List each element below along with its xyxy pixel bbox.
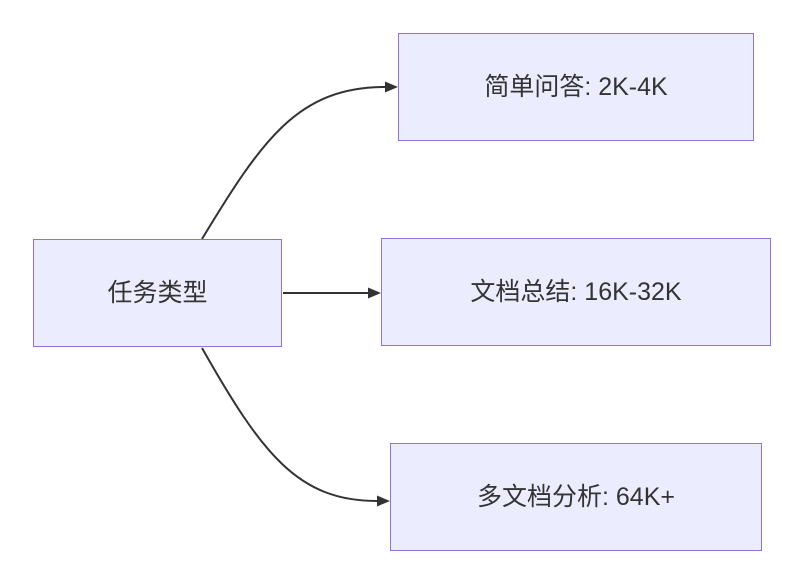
- node-multi-doc-label: 多文档分析: 64K+: [477, 483, 675, 511]
- node-doc-summary: 文档总结: 16K-32K: [381, 238, 771, 346]
- node-task-type-label: 任务类型: [107, 279, 208, 307]
- edge-root-to-multi-doc: [201, 347, 390, 507]
- node-task-type: 任务类型: [33, 239, 282, 347]
- node-doc-summary-label: 文档总结: 16K-32K: [470, 278, 682, 306]
- node-simple-qa-label: 简单问答: 2K-4K: [484, 73, 668, 101]
- node-multi-doc: 多文档分析: 64K+: [390, 443, 762, 551]
- edge-root-to-simple-qa: [201, 81, 398, 240]
- node-simple-qa: 简单问答: 2K-4K: [398, 33, 754, 141]
